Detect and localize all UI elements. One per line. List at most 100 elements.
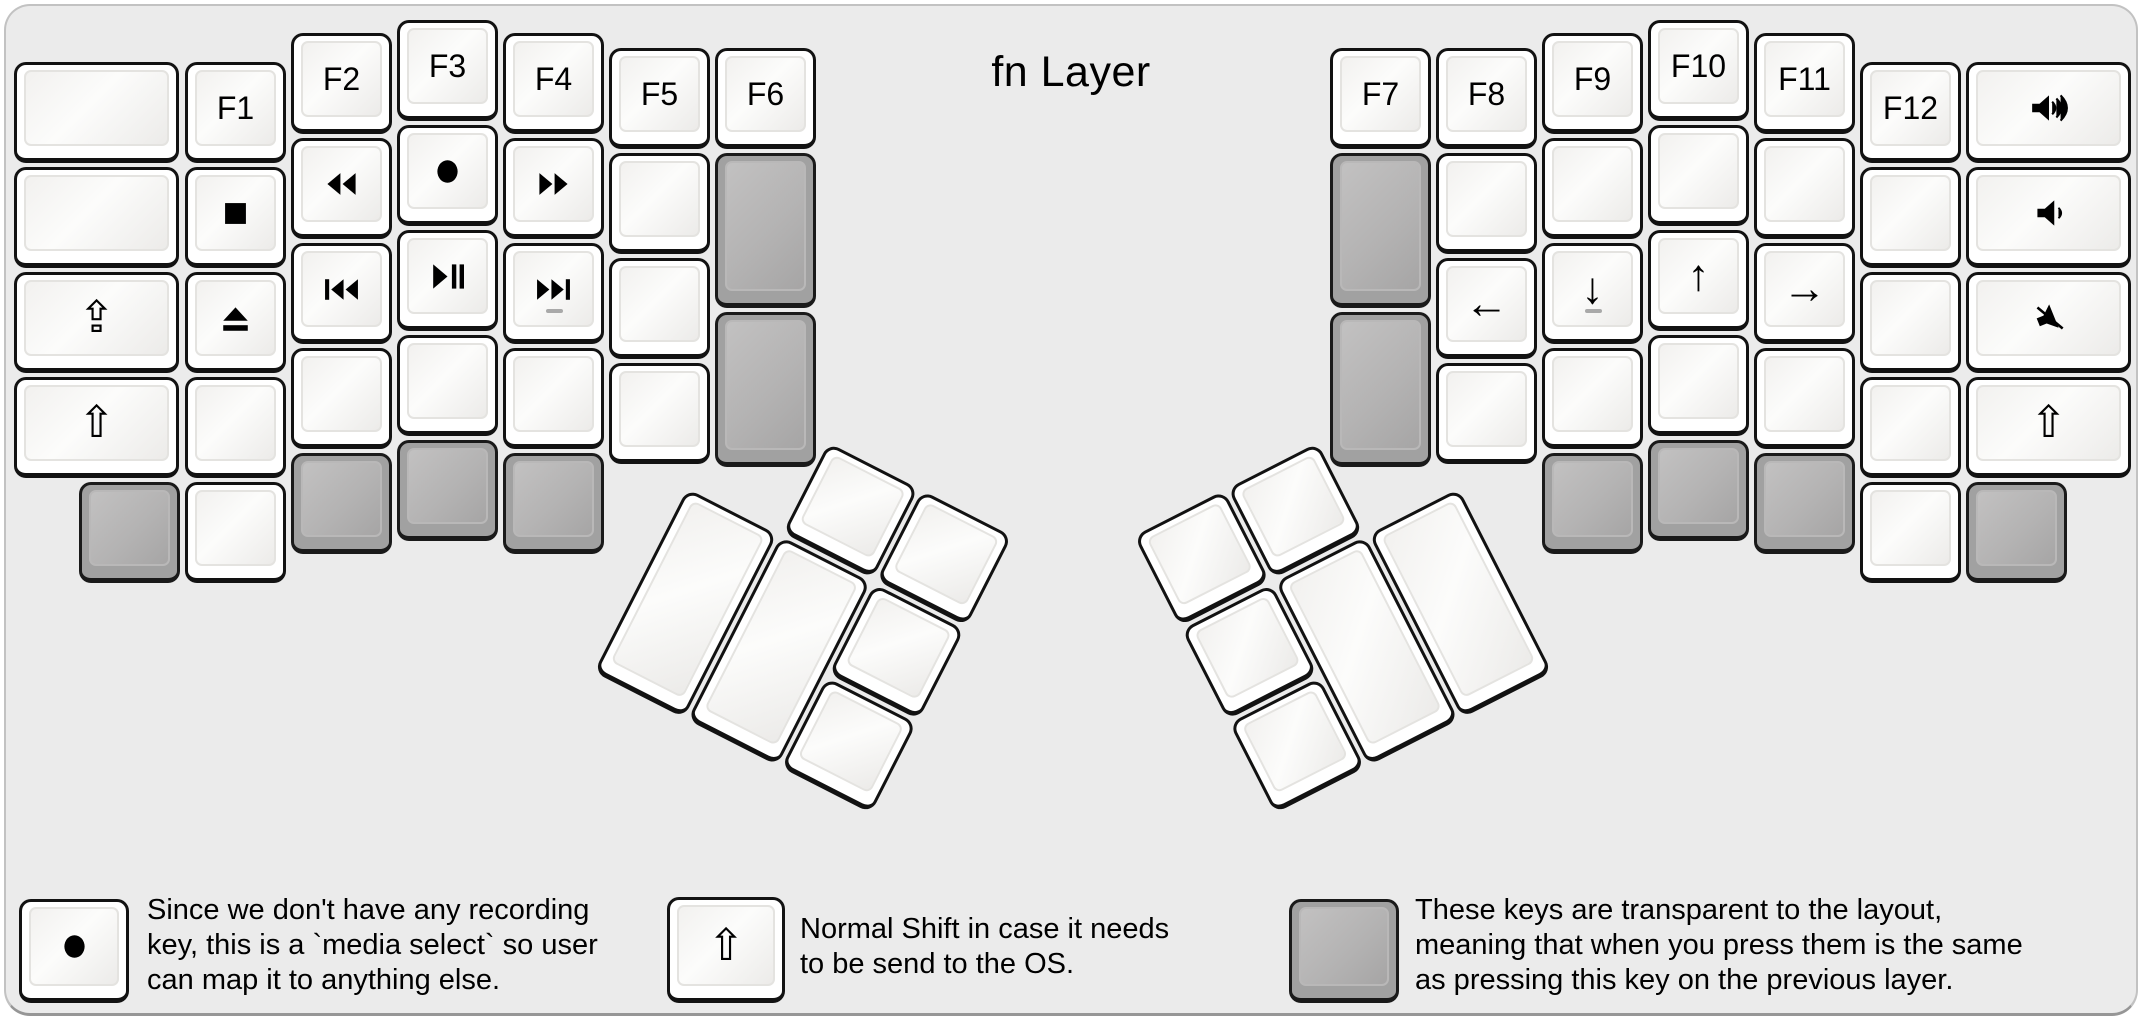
keycap-surface bbox=[1976, 280, 2121, 356]
legend-text-line: can map it to anything else. bbox=[147, 964, 501, 996]
keycap-surface bbox=[1764, 146, 1845, 222]
key-eject bbox=[185, 272, 286, 373]
key-prev-track bbox=[291, 243, 392, 344]
key-arrow-down: ↓ bbox=[1542, 243, 1643, 344]
key-blank bbox=[1860, 482, 1961, 583]
keycap-surface bbox=[29, 907, 119, 986]
key-play-pause bbox=[397, 230, 498, 331]
keycap-surface bbox=[195, 490, 276, 566]
key-blank bbox=[609, 363, 710, 464]
key-blank bbox=[609, 153, 710, 254]
keycap-surface bbox=[24, 175, 169, 251]
keycap-surface bbox=[301, 356, 382, 432]
keycap-surface bbox=[1194, 595, 1301, 701]
legend-text-line: meaning that when you press them is the … bbox=[1415, 929, 2023, 961]
key-blank bbox=[1542, 348, 1643, 449]
key-blank bbox=[185, 377, 286, 478]
keycap-surface bbox=[1658, 133, 1739, 209]
key-label: ⇪ bbox=[78, 293, 115, 342]
keycap-surface bbox=[1658, 343, 1739, 419]
keycap-surface: ↑ bbox=[1658, 238, 1739, 314]
key-f2: F2 bbox=[291, 33, 392, 134]
keycap-surface bbox=[1870, 490, 1951, 566]
key-transparent bbox=[291, 453, 392, 554]
key-f10: F10 bbox=[1648, 20, 1749, 121]
keycap-surface bbox=[1552, 146, 1633, 222]
key-fast-forward bbox=[503, 138, 604, 239]
keycap-surface bbox=[407, 448, 488, 524]
keycap-surface bbox=[1446, 161, 1527, 237]
rewind-icon bbox=[327, 173, 356, 195]
key-transparent bbox=[79, 482, 180, 583]
legend-key-shift: ⇧ bbox=[667, 897, 785, 1003]
volume-up-icon bbox=[2031, 94, 2068, 122]
key-label: F9 bbox=[1573, 60, 1612, 97]
key-volume-up bbox=[1966, 62, 2131, 163]
key-transparent bbox=[715, 153, 816, 308]
key-arrow-right: → bbox=[1754, 243, 1855, 344]
key-blank bbox=[1860, 377, 1961, 478]
key-record bbox=[397, 125, 498, 226]
keycap-surface bbox=[1340, 161, 1421, 291]
keycap-surface bbox=[1658, 448, 1739, 524]
key-blank bbox=[1754, 348, 1855, 449]
keycap-surface: F10 bbox=[1658, 28, 1739, 104]
key-next-track bbox=[503, 243, 604, 344]
keycap-surface: ⇧ bbox=[677, 905, 775, 986]
keycap-surface: F8 bbox=[1446, 56, 1527, 132]
dash-mark bbox=[1584, 309, 1602, 313]
record-icon bbox=[63, 935, 85, 958]
keycap-surface bbox=[1976, 70, 2121, 146]
key-shift-left: ⇧ bbox=[14, 377, 179, 478]
keycap-surface bbox=[1552, 356, 1633, 432]
keycap-surface bbox=[513, 461, 594, 537]
prev-track-icon bbox=[325, 278, 358, 300]
legend-key-record bbox=[19, 899, 129, 1003]
keycap-surface bbox=[1552, 461, 1633, 537]
keycap-surface bbox=[301, 146, 382, 222]
key-blank bbox=[609, 258, 710, 359]
keycap-surface bbox=[1241, 689, 1349, 794]
key-label: ⇧ bbox=[707, 920, 745, 970]
key-label: ⇧ bbox=[2030, 398, 2067, 447]
key-transparent bbox=[715, 312, 816, 467]
keycap-surface bbox=[797, 689, 905, 794]
keycap-surface bbox=[195, 175, 276, 251]
keycap-surface: ⇧ bbox=[1976, 385, 2121, 461]
fast-forward-icon bbox=[539, 173, 568, 195]
key-label: F2 bbox=[322, 60, 361, 97]
key-blank bbox=[1754, 138, 1855, 239]
key-arrow-left: ← bbox=[1436, 258, 1537, 359]
keycap-surface bbox=[725, 161, 806, 291]
keycap-surface bbox=[619, 161, 700, 237]
key-blank bbox=[14, 62, 179, 163]
key-f1: F1 bbox=[185, 62, 286, 163]
key-blank bbox=[1648, 335, 1749, 436]
key-f4: F4 bbox=[503, 33, 604, 134]
keycap-surface: F9 bbox=[1552, 41, 1633, 117]
keycap-surface bbox=[407, 343, 488, 419]
key-label: F1 bbox=[216, 89, 255, 126]
key-label: F12 bbox=[1882, 89, 1939, 126]
keycap-surface bbox=[1976, 175, 2121, 251]
key-f11: F11 bbox=[1754, 33, 1855, 134]
legend-text-line: to be send to the OS. bbox=[800, 948, 1075, 980]
key-label: ⇧ bbox=[78, 398, 115, 447]
key-label: F3 bbox=[428, 47, 467, 84]
keycap-surface bbox=[407, 133, 488, 209]
mute-icon bbox=[2036, 304, 2063, 330]
key-label: F7 bbox=[1361, 75, 1400, 112]
key-transparent bbox=[1648, 440, 1749, 541]
key-label: ← bbox=[1464, 279, 1509, 328]
layer-title: fn Layer bbox=[991, 48, 1151, 96]
keycap-surface bbox=[1870, 280, 1951, 356]
keycap-surface bbox=[619, 266, 700, 342]
keycap-surface bbox=[725, 320, 806, 450]
keycap-surface: F12 bbox=[1870, 70, 1951, 146]
legend-text-line: Normal Shift in case it needs bbox=[800, 913, 1170, 945]
keycap-surface: → bbox=[1764, 251, 1845, 327]
key-transparent bbox=[1542, 453, 1643, 554]
play-pause-icon bbox=[433, 263, 464, 289]
